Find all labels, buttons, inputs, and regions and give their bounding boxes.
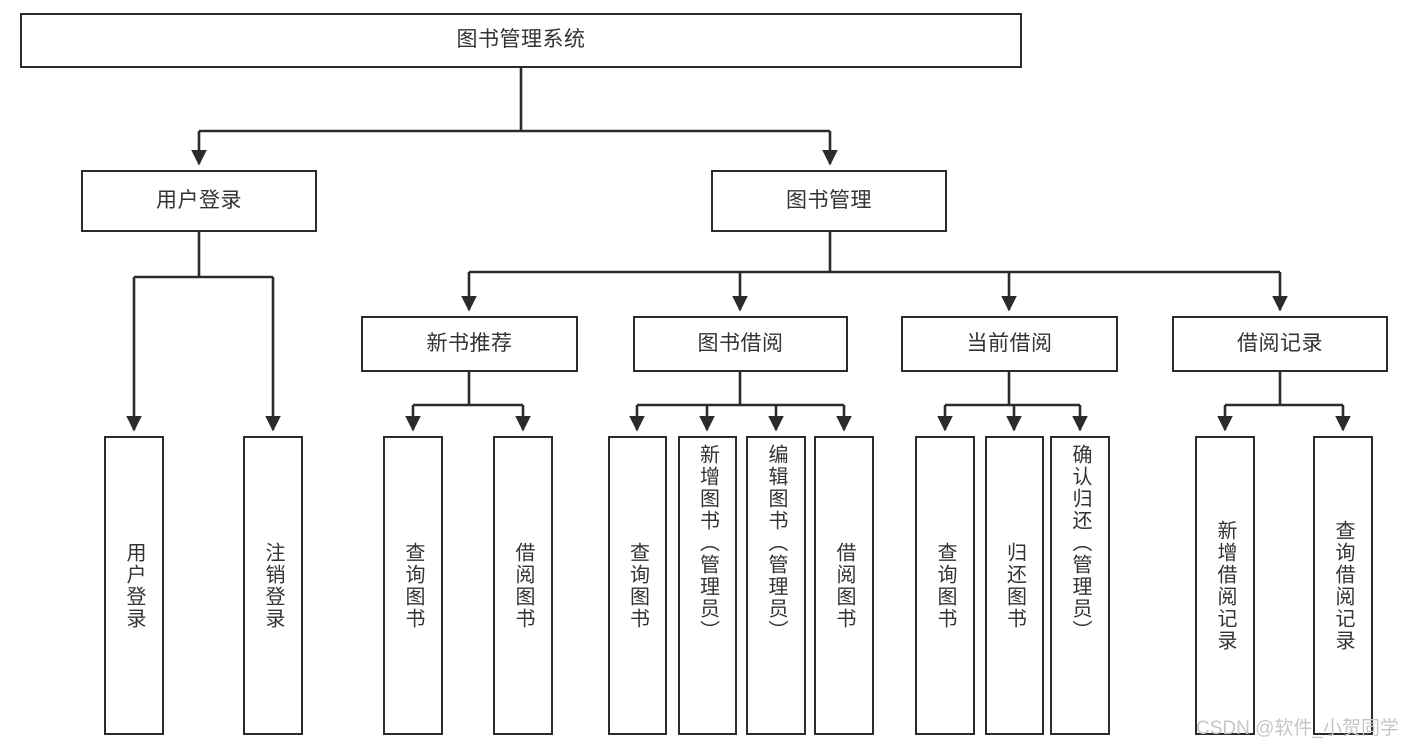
- leaf-query-book-2[interactable]: 查询图书: [608, 436, 667, 735]
- leaf-borrow-book-1[interactable]: 借阅图书: [493, 436, 553, 735]
- leaf-borrow-book-2-label: 借阅图书: [833, 541, 855, 630]
- node-new-book-recommend-label: 新书推荐: [426, 331, 513, 355]
- leaf-query-borrow-record-label: 查询借阅记录: [1332, 519, 1354, 652]
- node-user-login[interactable]: 用户登录: [81, 170, 317, 232]
- leaf-add-book-admin[interactable]: 新增图书（管理员）: [678, 436, 737, 735]
- leaf-query-book-2-label: 查询图书: [626, 541, 649, 630]
- leaf-query-book-3[interactable]: 查询图书: [915, 436, 975, 735]
- csdn-watermark: CSDN @软件_小贺同学: [1196, 718, 1399, 739]
- node-user-login-label: 用户登录: [156, 188, 242, 212]
- leaf-edit-book-admin[interactable]: 编辑图书（管理员）: [746, 436, 806, 735]
- leaf-edit-book-admin-label: 编辑图书（管理员）: [765, 444, 787, 642]
- leaf-query-borrow-record[interactable]: 查询借阅记录: [1313, 436, 1373, 735]
- leaf-borrow-book-2[interactable]: 借阅图书: [814, 436, 874, 735]
- node-book-borrow[interactable]: 图书借阅: [633, 316, 848, 372]
- leaf-return-book[interactable]: 归还图书: [985, 436, 1044, 735]
- leaf-logout-login-label: 注销登录: [262, 541, 284, 630]
- leaf-logout-login[interactable]: 注销登录: [243, 436, 303, 735]
- node-new-book-recommend[interactable]: 新书推荐: [361, 316, 578, 372]
- leaf-return-book-label: 归还图书: [1003, 541, 1026, 630]
- leaf-query-book-3-label: 查询图书: [934, 541, 956, 630]
- leaf-borrow-book-1-label: 借阅图书: [512, 541, 534, 630]
- node-current-borrow[interactable]: 当前借阅: [901, 316, 1118, 372]
- leaf-query-book-1[interactable]: 查询图书: [383, 436, 443, 735]
- leaf-confirm-return-admin-label: 确认归还（管理员）: [1069, 444, 1091, 642]
- node-borrow-record-label: 借阅记录: [1237, 331, 1323, 355]
- node-book-management[interactable]: 图书管理: [711, 170, 947, 232]
- node-book-management-label: 图书管理: [786, 188, 872, 212]
- leaf-add-borrow-record-label: 新增借阅记录: [1214, 519, 1236, 652]
- node-borrow-record[interactable]: 借阅记录: [1172, 316, 1388, 372]
- leaf-user-login[interactable]: 用户登录: [104, 436, 164, 735]
- leaf-add-book-admin-label: 新增图书（管理员）: [696, 444, 719, 642]
- node-root-label: 图书管理系统: [456, 28, 586, 52]
- node-book-borrow-label: 图书借阅: [697, 331, 784, 355]
- node-current-borrow-label: 当前借阅: [966, 331, 1053, 355]
- leaf-user-login-label: 用户登录: [123, 541, 145, 630]
- node-root[interactable]: 图书管理系统: [20, 13, 1022, 68]
- leaf-confirm-return-admin[interactable]: 确认归还（管理员）: [1050, 436, 1110, 735]
- leaf-add-borrow-record[interactable]: 新增借阅记录: [1195, 436, 1255, 735]
- leaf-query-book-1-label: 查询图书: [402, 541, 424, 630]
